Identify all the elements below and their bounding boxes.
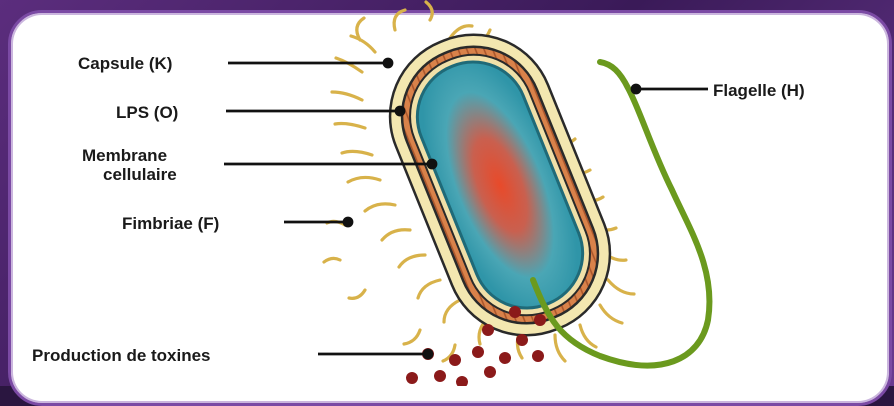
label-capsule: Capsule (K) <box>78 54 172 73</box>
label-membrane-line1: Membrane <box>82 146 167 165</box>
label-flagelle: Flagelle (H) <box>713 81 805 100</box>
label-lps: LPS (O) <box>116 103 178 122</box>
label-fimbriae: Fimbriae (F) <box>122 214 219 233</box>
bacterium-body <box>366 11 634 360</box>
bacterium-diagram: Capsule (K) LPS (O) Membrane cellulaire … <box>0 0 894 386</box>
label-toxins: Production de toxines <box>32 346 211 365</box>
label-membrane-line2: cellulaire <box>103 165 177 184</box>
